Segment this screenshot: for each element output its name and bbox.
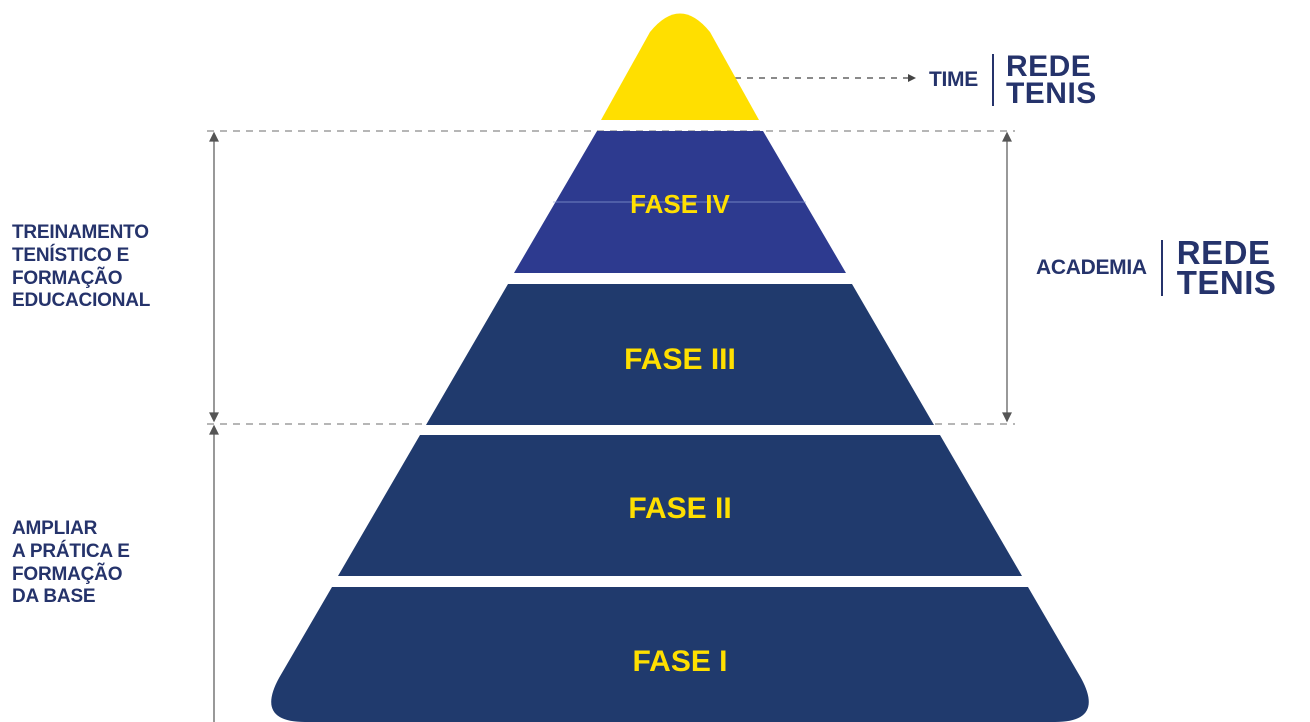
time-divider (991, 54, 994, 106)
left-label-upper: TREINAMENTO TENÍSTICO E FORMAÇÃO EDUCACI… (12, 222, 150, 313)
academia-label: ACADEMIA (1036, 255, 1147, 279)
pyramid-tier-1 (271, 587, 1089, 722)
rede-tenis-logo: REDE TENIS (1005, 50, 1097, 110)
logo-line-2: TENIS (1176, 263, 1277, 301)
left-label-upper-line-4: EDUCACIONAL (12, 290, 151, 312)
pyramid-apex (601, 13, 759, 120)
left-label-lower-line-3: FORMAÇÃO (12, 563, 123, 585)
tier-3-label: FASE III (624, 343, 736, 376)
rede-tenis-logo: REDE TENIS (1176, 234, 1277, 301)
left-label-lower-line-1: AMPLIAR (12, 518, 98, 539)
logo-line-1: REDE (1005, 50, 1092, 83)
left-label-upper-line-1: TREINAMENTO (12, 222, 149, 243)
academia-divider (1160, 239, 1163, 296)
left-label-lower-line-2: A PRÁTICA E (12, 540, 130, 562)
pyramid-tier-2 (338, 435, 1022, 576)
tier-4-label: FASE IV (630, 189, 730, 219)
logo-line-2: TENIS (1005, 77, 1097, 110)
pyramid-tier-3 (426, 284, 934, 425)
left-label-lower-line-4: DA BASE (12, 586, 96, 608)
left-label-upper-line-2: TENÍSTICO E (12, 244, 130, 266)
time-pointer-arrowhead (908, 74, 916, 82)
left-bracket-upper (209, 131, 219, 423)
right-bracket (1002, 131, 1012, 423)
time-label-group: TIME REDE TENIS (929, 50, 1097, 110)
academia-label-group: ACADEMIA REDE TENIS (1036, 234, 1277, 301)
tier-1-label: FASE I (632, 645, 727, 678)
tier-2-label: FASE II (628, 492, 731, 525)
left-label-upper-line-3: FORMAÇÃO (12, 267, 123, 289)
left-label-lower: AMPLIAR A PRÁTICA E FORMAÇÃO DA BASE (12, 518, 130, 609)
left-bracket-lower (209, 424, 219, 722)
time-label: TIME (929, 68, 978, 91)
logo-line-1: REDE (1176, 234, 1271, 271)
